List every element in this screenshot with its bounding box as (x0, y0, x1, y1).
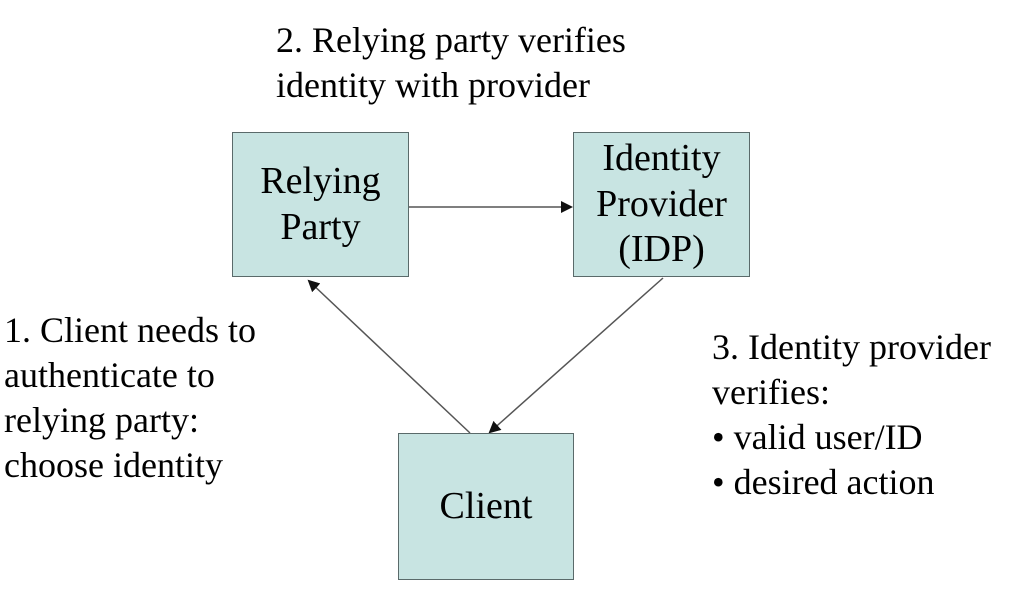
step1-line: 1. Client needs to (4, 310, 256, 350)
relying-party-label: Relying Party (260, 159, 381, 248)
step2-line: 2. Relying party verifies (276, 20, 626, 60)
step1-line: relying party: (4, 400, 199, 440)
step3-caption: 3. Identity provider verifies: • valid u… (712, 325, 991, 505)
step1-line: choose identity (4, 445, 223, 485)
step3-bullet-valid-user: • valid user/ID (712, 417, 923, 457)
client-box: Client (398, 433, 574, 580)
step3-line: verifies: (712, 372, 830, 412)
step3-line: 3. Identity provider (712, 327, 991, 367)
identity-provider-label: Identity Provider (IDP) (596, 137, 727, 271)
client-label: Client (439, 484, 533, 527)
step2-caption: 2. Relying party verifies identity with … (276, 18, 626, 108)
step3-bullet-desired-action: • desired action (712, 462, 935, 502)
step1-line: authenticate to (4, 355, 215, 395)
step2-line: identity with provider (276, 65, 590, 105)
arrow-client-to-relying (307, 279, 471, 434)
relying-party-box: Relying Party (232, 132, 409, 277)
step1-caption: 1. Client needs to authenticate to relyi… (4, 308, 256, 488)
arrow-idp-to-client (488, 277, 664, 434)
identity-provider-box: Identity Provider (IDP) (573, 132, 750, 277)
